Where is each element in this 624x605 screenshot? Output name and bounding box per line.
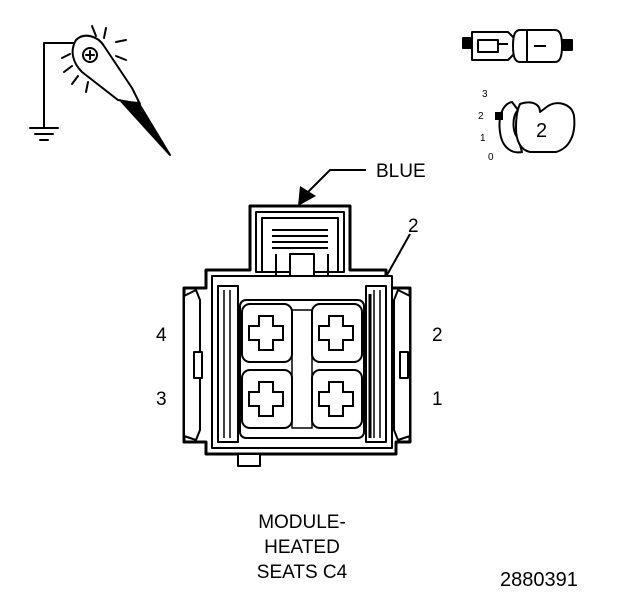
terminal-callout-label: 2 bbox=[408, 216, 419, 237]
connector-face bbox=[182, 204, 412, 467]
cavity-number-1: 1 bbox=[432, 389, 443, 410]
position-big-number: 2 bbox=[536, 120, 547, 142]
figure-number: 2880391 bbox=[500, 569, 578, 591]
caption-line-1: MODULE- bbox=[258, 512, 346, 533]
cavity-number-4: 4 bbox=[156, 325, 167, 346]
position-scale-2: 2 bbox=[478, 111, 484, 122]
connector-pair-icon bbox=[462, 29, 573, 63]
position-scale-0: 0 bbox=[488, 152, 494, 163]
cavity-1 bbox=[311, 369, 363, 429]
caption-line-3: SEATS C4 bbox=[257, 562, 348, 583]
cavity-number-2: 2 bbox=[432, 325, 443, 346]
connector-position-icon: 2 3 2 1 0 bbox=[478, 89, 576, 163]
cavity-4 bbox=[241, 303, 293, 363]
cavity-3 bbox=[241, 369, 293, 429]
color-callout: BLUE bbox=[298, 161, 426, 206]
position-scale-3: 3 bbox=[482, 89, 488, 100]
cavity-2 bbox=[311, 303, 363, 363]
caption-line-2: HEATED bbox=[264, 537, 340, 558]
cavity-number-3: 3 bbox=[156, 389, 167, 410]
position-scale-1: 1 bbox=[480, 133, 486, 144]
test-probe-ground-icon bbox=[29, 25, 171, 156]
color-label: BLUE bbox=[376, 161, 426, 182]
